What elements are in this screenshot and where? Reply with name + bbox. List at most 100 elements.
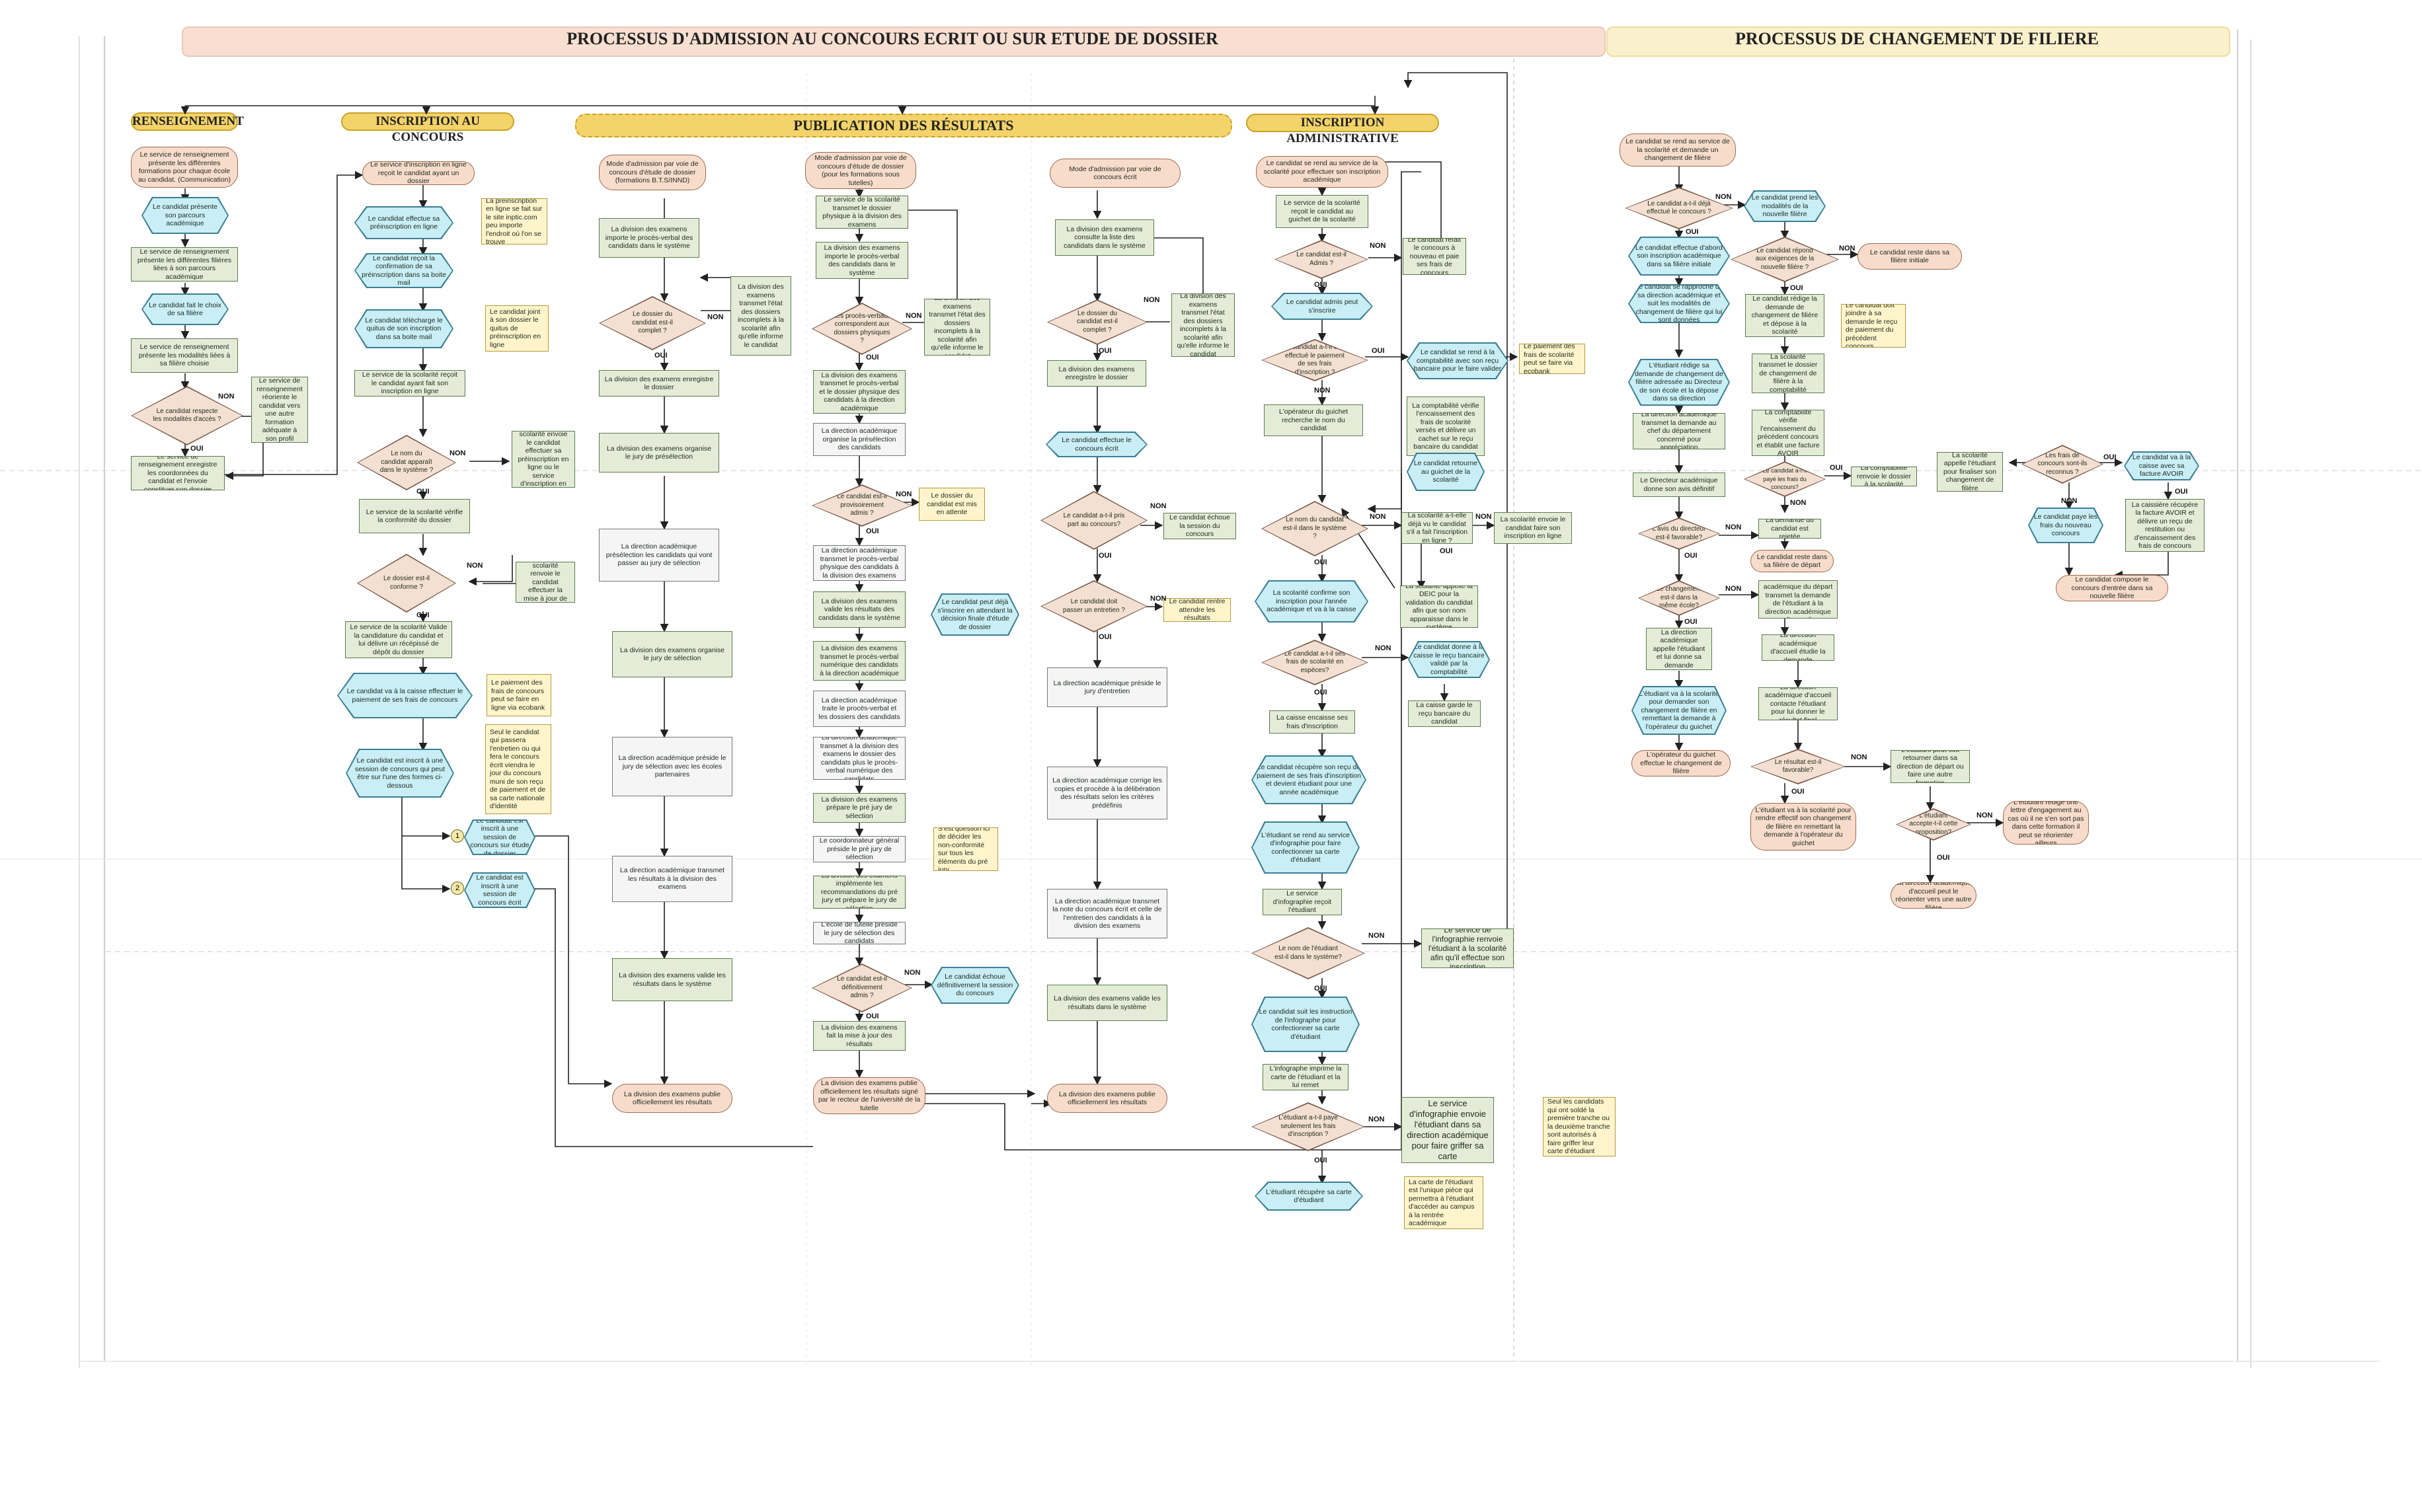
note-inscription-anticipee: Le candidat peut déjà s'inscrire en atte…	[932, 595, 1018, 634]
step-redige-demande-scolarite: Le candidat rédige la demande de changem…	[1745, 294, 1824, 337]
label-non: NON	[1475, 513, 1492, 521]
note-preinscription-site: La préinscription en ligne se fait sur l…	[481, 198, 547, 245]
step-admis-inscrire: Le candidat admis peut s'inscrire	[1272, 294, 1372, 319]
step-pv-numerique-direction: La division des examens transmet le proc…	[813, 641, 906, 681]
step-filieres-presentees: Le service de renseignement présente les…	[131, 247, 238, 282]
note-attendre-resultats: Le candidat rentre attendre les résultat…	[1163, 598, 1231, 622]
step-donne-recu-caisse: Le candidat donne à la caisse le reçu ba…	[1409, 642, 1489, 677]
step-etudiant-scolarite: L'étudiant va à la scolarité pour demand…	[1633, 687, 1725, 734]
step-appelle-deic: La scolarité appelle la DEIC pour la val…	[1400, 586, 1478, 628]
step-prepare-pre-jury: La division des examens prépare le pré j…	[813, 793, 906, 823]
label-oui: OUI	[866, 1012, 879, 1020]
label-oui: OUI	[2175, 488, 2188, 496]
step-demande-changement: Le candidat se rend au service de la sco…	[1620, 133, 1736, 167]
step-rendre-effectif: L'étudiant va à la scolarité pour rendre…	[1750, 803, 1856, 850]
step-recoit-guichet: Le service de la scolarité reçoit le can…	[1276, 195, 1368, 228]
step-scolarite-inscription-ligne: La scolarité a-t-elle déjà vu le candida…	[1401, 512, 1473, 544]
label-oui: OUI	[1686, 228, 1699, 236]
step-consulte-liste: La division des examens consulte la list…	[1055, 219, 1154, 256]
step-transmet-pv-direction: La division des examens transmet le proc…	[813, 370, 906, 414]
label-oui: OUI	[1314, 1156, 1327, 1164]
step-refait-concours: Le candidat refait le concours à nouveau…	[1403, 238, 1466, 275]
step-imprime-carte: L'infographe imprime la carte de l'étudi…	[1263, 1064, 1348, 1090]
label-oui: OUI	[1937, 854, 1950, 862]
title-band-admission	[182, 26, 1606, 57]
step-preselection: La direction académique présélection les…	[599, 529, 719, 582]
step-resultat-final: La direction académique d'accueil contac…	[1758, 687, 1838, 720]
note-carte-unique: La carte de l'étudiant est l'unique pièc…	[1404, 1176, 1483, 1229]
label-oui: OUI	[1684, 618, 1698, 626]
label-oui: OUI	[1099, 633, 1112, 641]
connector-2: 2	[451, 882, 464, 895]
label-oui: OUI	[1830, 464, 1843, 472]
step-direction-appelle: La direction académique appelle l'étudia…	[1646, 628, 1712, 670]
label-non: NON	[467, 562, 483, 570]
step-demande-directeur: L'étudiant rédige sa demande de changeme…	[1629, 360, 1729, 404]
step-verifie-conformite: Le service de la scolarité vérifie la co…	[359, 499, 470, 533]
label-non: NON	[1144, 296, 1160, 304]
step-dossier-physique: Le service de la scolarité transmet le d…	[816, 196, 908, 229]
label-non: NON	[1150, 502, 1167, 510]
step-telecharge-quitus: Le candidat télécharge le quitus de son …	[356, 311, 452, 347]
admission-title: PROCESSUS D'ADMISSION AU CONCOURS ECRIT …	[566, 29, 1218, 48]
step-recupere-carte: L'étudiant récupère sa carte d'étudiant	[1256, 1183, 1362, 1209]
label-oui: OUI	[1099, 552, 1112, 560]
step-inscription-filiere-initiale: Le candidat effectue d'abord son inscrip…	[1629, 238, 1729, 274]
step-correction-copies: La direction académique corrige les copi…	[1047, 767, 1167, 819]
step-direction-accueil: La direction académique du départ transm…	[1758, 580, 1838, 619]
label-non: NON	[2061, 497, 2078, 505]
step-preside-jury: La direction académique préside le jury …	[612, 737, 732, 796]
step-organise-preselection: La direction académique organise la prés…	[813, 423, 906, 456]
step-etat-incomplets: La division des examens transmet l'état …	[730, 276, 791, 356]
step-caisse-encaisse: La caisse encaisse ses frais d'inscripti…	[1269, 710, 1355, 734]
note-echec-definitif: Le candidat échoue définitivement la ses…	[932, 968, 1018, 1002]
step-renvoie-dossier: La comptabilité renvoie le dossier à la …	[1851, 467, 1917, 486]
step-facture-avoir: La comptabilité vérifie l'encaissement d…	[1752, 410, 1824, 456]
step-session-concours-ecrit: Le candidat est inscrit à une session de…	[465, 874, 534, 907]
step-reorienter-filiere: La direction académique d'accueil peut l…	[1891, 882, 1976, 909]
label-oui: OUI	[1314, 281, 1327, 289]
label-oui: OUI	[416, 488, 430, 496]
step-echoue-session: Le candidat échoue la session du concour…	[1163, 513, 1236, 539]
step-paiement-frais-concours: Le candidat va à la caisse effectuer le …	[338, 674, 471, 717]
label-oui: OUI	[2103, 453, 2117, 461]
step-paye-nouveau-concours: Le candidat paye les frais du nouveau co…	[2029, 509, 2102, 542]
step-parcours-academique: Le candidat présente son parcours académ…	[143, 198, 227, 233]
label-oui: OUI	[1314, 689, 1327, 697]
note-recu-precedent: Le candidat doit joindre à sa demande le…	[1841, 304, 1906, 348]
step-valide-resultats: La division des examens valide les résul…	[612, 958, 732, 1001]
lane-publication: PUBLICATION DES RÉSULTATS	[575, 114, 1232, 137]
step-renvoie-scolarite: Le service de l'infographie renvoie l'ét…	[1421, 928, 1514, 968]
label-non: NON	[1375, 644, 1391, 652]
step-rend-scolarite: Le candidat se rend au service de la sco…	[1256, 156, 1388, 188]
label-oui: OUI	[1314, 558, 1327, 566]
note-paiement-ecobank: Le paiement des frais de concours peut s…	[487, 674, 551, 716]
step-retour-ou-autre: L'étudiant peut soit retourner dans sa d…	[1891, 750, 1970, 783]
step-recherche-nom: L'opérateur du guichet recherche le nom …	[1264, 404, 1363, 436]
label-oui: OUI	[1314, 985, 1327, 993]
step-valide-resultats-tutelles: La division des examens valide les résul…	[813, 591, 906, 628]
step-enregistre-dossier: La division des examens enregistre le do…	[599, 370, 719, 397]
step-mise-a-jour-resultats: La division des examens fait la mise à j…	[813, 1021, 906, 1051]
note-dossier-attente: Le dossier du candidat est mis en attent…	[919, 488, 985, 521]
step-confirme-inscription: La scolarité confirme son inscription po…	[1256, 582, 1367, 621]
label-non: NON	[1715, 193, 1732, 201]
label-non: NON	[218, 393, 235, 400]
label-non: NON	[707, 313, 724, 321]
label-oui: OUI	[866, 527, 879, 535]
step-preinscription: Le candidat effectue sa préinscription e…	[356, 208, 452, 238]
step-instructions-infographe: Le candidat suit les instruction de l'in…	[1253, 998, 1358, 1051]
step-transmet-comptabilite: La scolarité transmet le dossier de chan…	[1752, 354, 1824, 393]
label-oui: OUI	[1099, 347, 1112, 355]
label-non: NON	[1839, 245, 1856, 252]
step-traite-pv: La direction académique traite le procès…	[813, 691, 906, 727]
step-modalites-filiere: Le service de renseignement présente les…	[131, 338, 238, 373]
label-oui: OUI	[1372, 347, 1385, 355]
step-reste-filiere-depart: Le candidat reste dans sa filière de dép…	[1750, 550, 1834, 572]
label-non: NON	[1370, 513, 1386, 521]
step-finaliser-changement: La scolarité appelle l'étudiant pour fin…	[1937, 452, 2003, 492]
step-retourne-guichet: Le candidat retourne au guichet de la sc…	[1408, 454, 1483, 490]
label-non: NON	[1851, 753, 1867, 761]
label-non: NON	[1725, 585, 1742, 593]
